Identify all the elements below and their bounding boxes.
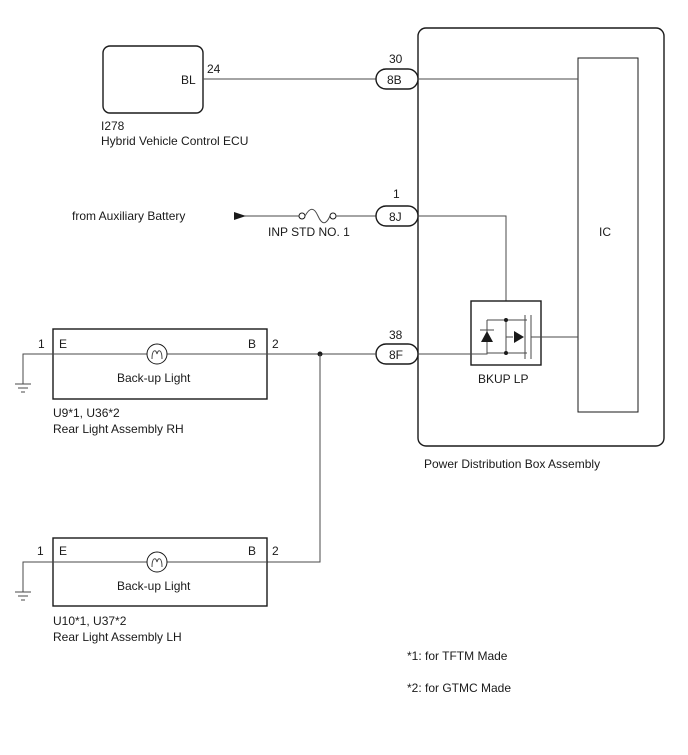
fuse-terminal-left xyxy=(298,212,306,220)
ecu-code: I278 xyxy=(101,119,125,133)
power-distribution-box: Power Distribution Box Assembly IC xyxy=(417,27,665,471)
rh-ground xyxy=(15,353,53,393)
rh-ground-wire xyxy=(22,353,53,384)
wire-8j-to-relay xyxy=(418,215,507,301)
battery-feed: from Auxiliary Battery INP STD NO. 1 xyxy=(72,208,377,239)
relay-diode-icon xyxy=(481,331,493,342)
rh-right-pin: 2 xyxy=(272,337,279,351)
rh-right-terminal: B xyxy=(248,337,256,351)
fuse-label: INP STD NO. 1 xyxy=(268,225,350,239)
lh-bulb-filament-icon xyxy=(151,558,163,568)
battery-source-text: from Auxiliary Battery xyxy=(72,209,185,223)
wire-8f-to-relay xyxy=(418,353,488,355)
footnote-2: *2: for GTMC Made xyxy=(407,681,511,695)
lh-ground-wire xyxy=(22,561,53,592)
pdb-name: Power Distribution Box Assembly xyxy=(424,457,600,471)
lh-right-terminal: B xyxy=(248,544,256,558)
rear-light-assembly-lh: 1 E B 2 Back-up Light U10*1, U37*2 Rear … xyxy=(37,537,279,644)
lh-name: Rear Light Assembly LH xyxy=(53,630,182,644)
lh-ground xyxy=(15,561,53,601)
connector-8j-code: 8J xyxy=(389,210,402,224)
rh-name: Rear Light Assembly RH xyxy=(53,422,184,436)
rh-bulb-filament-icon xyxy=(151,350,163,360)
connector-8f-pin: 38 xyxy=(389,328,403,342)
rh-bulb-label: Back-up Light xyxy=(117,371,191,385)
fuse-icon xyxy=(304,208,331,224)
wire-splice-to-lh xyxy=(267,354,321,563)
relay-label: BKUP LP xyxy=(478,372,528,386)
rh-code: U9*1, U36*2 xyxy=(53,406,120,420)
connector-8b-pin: 30 xyxy=(389,52,403,66)
relay-junction-bottom xyxy=(504,351,508,355)
ecu-terminal-label: BL xyxy=(181,73,196,87)
lh-bulb-label: Back-up Light xyxy=(117,579,191,593)
connector-8j: 1 8J xyxy=(375,187,419,227)
ic-block xyxy=(577,57,639,413)
lh-left-terminal: E xyxy=(59,544,67,558)
footnote-1: *1: for TFTM Made xyxy=(407,649,508,663)
rh-left-pin: 1 xyxy=(38,337,45,351)
battery-arrow-icon xyxy=(234,212,246,220)
relay-switch-diode-icon xyxy=(514,331,524,343)
lh-right-pin: 2 xyxy=(272,544,279,558)
connector-8j-pin: 1 xyxy=(393,187,400,201)
ecu-name: Hybrid Vehicle Control ECU xyxy=(101,134,248,148)
connector-8b: 30 8B xyxy=(375,52,419,90)
lh-code: U10*1, U37*2 xyxy=(53,614,127,628)
ecu-pin-number: 24 xyxy=(207,62,221,76)
rh-left-terminal: E xyxy=(59,337,67,351)
footnotes: *1: for TFTM Made *2: for GTMC Made xyxy=(407,649,511,695)
ic-label: IC xyxy=(599,225,611,239)
connector-8f-code: 8F xyxy=(389,348,403,362)
fuse-terminal-right xyxy=(329,212,337,220)
connector-8b-code: 8B xyxy=(387,73,402,87)
relay-junction-top xyxy=(504,318,508,322)
lh-left-pin: 1 xyxy=(37,544,44,558)
connector-8f: 38 8F xyxy=(375,328,419,365)
hybrid-vehicle-control-ecu: BL 24 I278 Hybrid Vehicle Control ECU xyxy=(101,45,248,148)
rear-light-assembly-rh: 1 E B 2 Back-up Light U9*1, U36*2 Rear L… xyxy=(38,328,279,436)
